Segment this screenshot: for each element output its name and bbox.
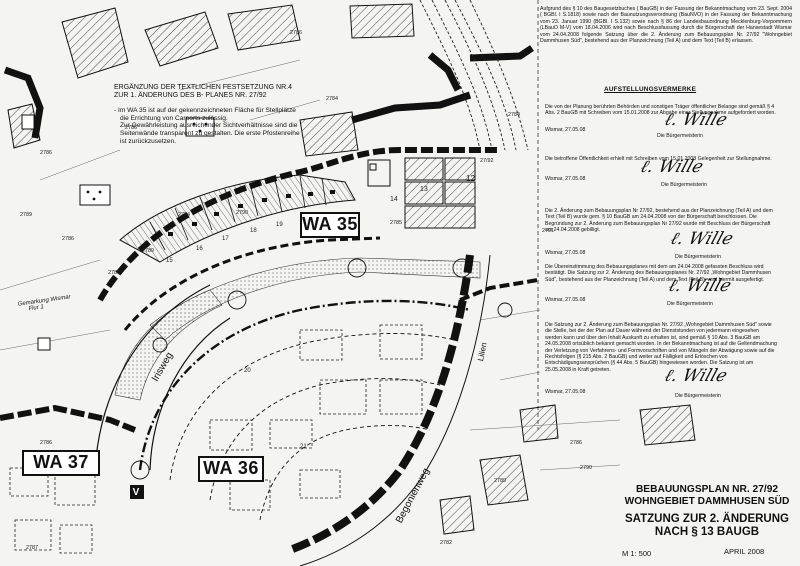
- parcel-number: 2786: [290, 30, 302, 36]
- irisweg-outer: [94, 284, 211, 471]
- parcel-number: 2791: [542, 228, 554, 234]
- parcel-number: 2790: [580, 465, 592, 471]
- vermerk-place-date: Wismar, 27.05.08: [545, 389, 586, 396]
- boundary-thick-top: [3, 45, 534, 139]
- signature-image: ℓ. Wille: [661, 109, 730, 130]
- plot-number: 18: [250, 228, 257, 234]
- vermerk-text: Die Satzung zur 2. Änderung zum Bebauung…: [545, 322, 777, 373]
- plot-number: 13: [420, 186, 428, 193]
- vermerk-place-date: Wismar, 27.05.08: [545, 297, 586, 304]
- note-line-2: die Errichtung von Carports zulässig.: [120, 114, 228, 122]
- wa35-boundary: [97, 147, 500, 302]
- note-line-5: ist zurückzusetzen.: [120, 138, 177, 145]
- parcel-number: 2786: [62, 236, 74, 242]
- inner-boundary: [123, 236, 381, 331]
- wa36-arcs: [138, 299, 471, 521]
- parcel-number: 2786: [108, 270, 120, 276]
- parcel-number: 2786: [40, 150, 52, 156]
- plan-title-line-2: WOHNGEBIET DAMMHUSEN SÜD: [624, 496, 790, 507]
- boundary-right: [459, 278, 539, 302]
- vermerk-text: Die 2. Änderung zum Bebauungsplan Nr 27/…: [545, 208, 773, 234]
- vermerk-entry: Die Übereinstimmung des Bebauungsplanes …: [545, 264, 777, 309]
- begonienweg-line: [299, 254, 491, 566]
- plot-number: 12: [466, 174, 475, 183]
- plot-number: 20: [244, 368, 251, 374]
- parcel-number: 2789: [142, 248, 154, 254]
- note-title-1: ERGÄNZUNG DER TEXTLICHEN FESTSETZUNG NR.…: [114, 84, 293, 91]
- parcel-number: 2786: [125, 125, 137, 131]
- hatched-buildings-top: [7, 3, 415, 157]
- vermerk-place-date: Wismar, 27.05.08: [545, 126, 586, 133]
- signature-image: ℓ. Wille: [667, 228, 736, 249]
- scale-label: M 1: 500: [622, 549, 652, 558]
- vermerk-text: Die von der Planung berührten Behörden u…: [545, 104, 776, 117]
- parcel-number: 2790: [236, 210, 248, 216]
- parcel-number: 2786: [40, 440, 52, 446]
- symbol-boxes: [21, 114, 215, 499]
- hatched-houses-bottom: [439, 404, 696, 535]
- date-label: APRIL 2008: [724, 547, 765, 556]
- signature-image: ℓ. Wille: [661, 366, 730, 387]
- vermerk-entry: Die betroffene Öffentlichkeit erhielt mi…: [545, 156, 777, 188]
- parcel-number: 2784: [178, 212, 190, 218]
- irisweg-inner: [149, 317, 231, 471]
- carport-area: [367, 157, 476, 229]
- parcel-number: 2789: [494, 478, 506, 484]
- note-line-4: Seitenwände transparent zu gestalten. Di…: [120, 130, 300, 138]
- vermerk-place-date: Wismar, 27.05.08: [545, 176, 586, 183]
- vermerk-signer: Die Bürgermeisterin: [675, 253, 721, 260]
- tree-markers: [130, 258, 513, 480]
- vermerk-signer: Die Bürgermeisterin: [657, 132, 703, 139]
- street-lines-top: [419, 0, 529, 151]
- parcel-number: 2782: [440, 540, 452, 546]
- vermerk-signer: Die Bürgermeisterin: [675, 393, 721, 400]
- zone-label-wa36: WA 36: [198, 456, 264, 482]
- parcel-number: 2784: [326, 96, 338, 102]
- signature-image: ℓ. Wille: [637, 157, 706, 178]
- begonienweg-edge: [288, 254, 474, 554]
- note-title-2: ZUR 1. ÄNDERUNG DES B- PLANES NR. 27/92: [114, 92, 267, 100]
- plan-title-block: BEBAUUNGSPLAN NR. 27/92 WOHNGEBIET DAMMH…: [622, 484, 792, 539]
- parcel-number: 2787: [26, 545, 38, 551]
- vermerk-entry: Die Satzung zur 2. Änderung zum Bebauung…: [545, 322, 777, 399]
- plot-number: 16: [196, 246, 203, 252]
- plot-number: 19: [276, 222, 283, 228]
- note-line-3: Zur Gewährleistung ausreichender Sichtve…: [120, 122, 298, 130]
- irisweg-band: [114, 289, 223, 401]
- wa35-block: [119, 174, 356, 263]
- plan-title-line-4: NACH § 13 BAUGB: [654, 526, 760, 538]
- vermerk-entry: Die 2. Änderung zum Bebauungsplan Nr 27/…: [545, 208, 777, 260]
- plan-title-line-1: BEBAUUNGSPLAN NR. 27/92: [635, 484, 779, 495]
- vermerk-text: Die Übereinstimmung des Bebauungsplanes …: [545, 264, 771, 283]
- plan-title-line-3: SATZUNG ZUR 2. ÄNDERUNG: [625, 513, 789, 525]
- zone-label-wa35: WA 35: [300, 212, 360, 238]
- parcel-number: 2785: [390, 220, 402, 226]
- vermerk-entry: Die von der Planung berührten Behörden u…: [545, 104, 777, 139]
- signature-image: ℓ. Wille: [665, 276, 734, 297]
- vermerk-text: Die betroffene Öffentlichkeit erhielt mi…: [545, 156, 772, 162]
- plot-number: 14: [390, 196, 398, 203]
- marker-v: V: [132, 487, 140, 498]
- plot-number: 21: [300, 444, 307, 450]
- vermerke-title: AUFSTELLUNGSVERMERKE: [604, 86, 697, 93]
- plot-number: 15: [166, 258, 173, 264]
- parcel-number: 2789: [20, 212, 32, 218]
- textual-note: ERGÄNZUNG DER TEXTLICHEN FESTSETZUNG NR.…: [114, 84, 344, 146]
- vermerk-place-date: Wismar, 27.05.08: [545, 249, 586, 256]
- parcel-number: 2784: [508, 112, 520, 118]
- parcel-number: 27/92: [480, 158, 494, 164]
- vermerk-signer: Die Bürgermeisterin: [667, 301, 713, 308]
- parcel-number: 2786: [570, 440, 582, 446]
- plot-number: 17: [222, 236, 229, 242]
- vermerk-signer: Die Bürgermeisterin: [661, 182, 707, 189]
- wa37-boundary: [0, 404, 137, 433]
- zone-label-wa37: WA 37: [22, 450, 100, 476]
- legal-header: Aufgrund des § 10 des Baugesetzbuches ( …: [540, 6, 792, 45]
- note-line-1: - Im WA 35 ist auf der gekennzeichneten …: [114, 106, 296, 114]
